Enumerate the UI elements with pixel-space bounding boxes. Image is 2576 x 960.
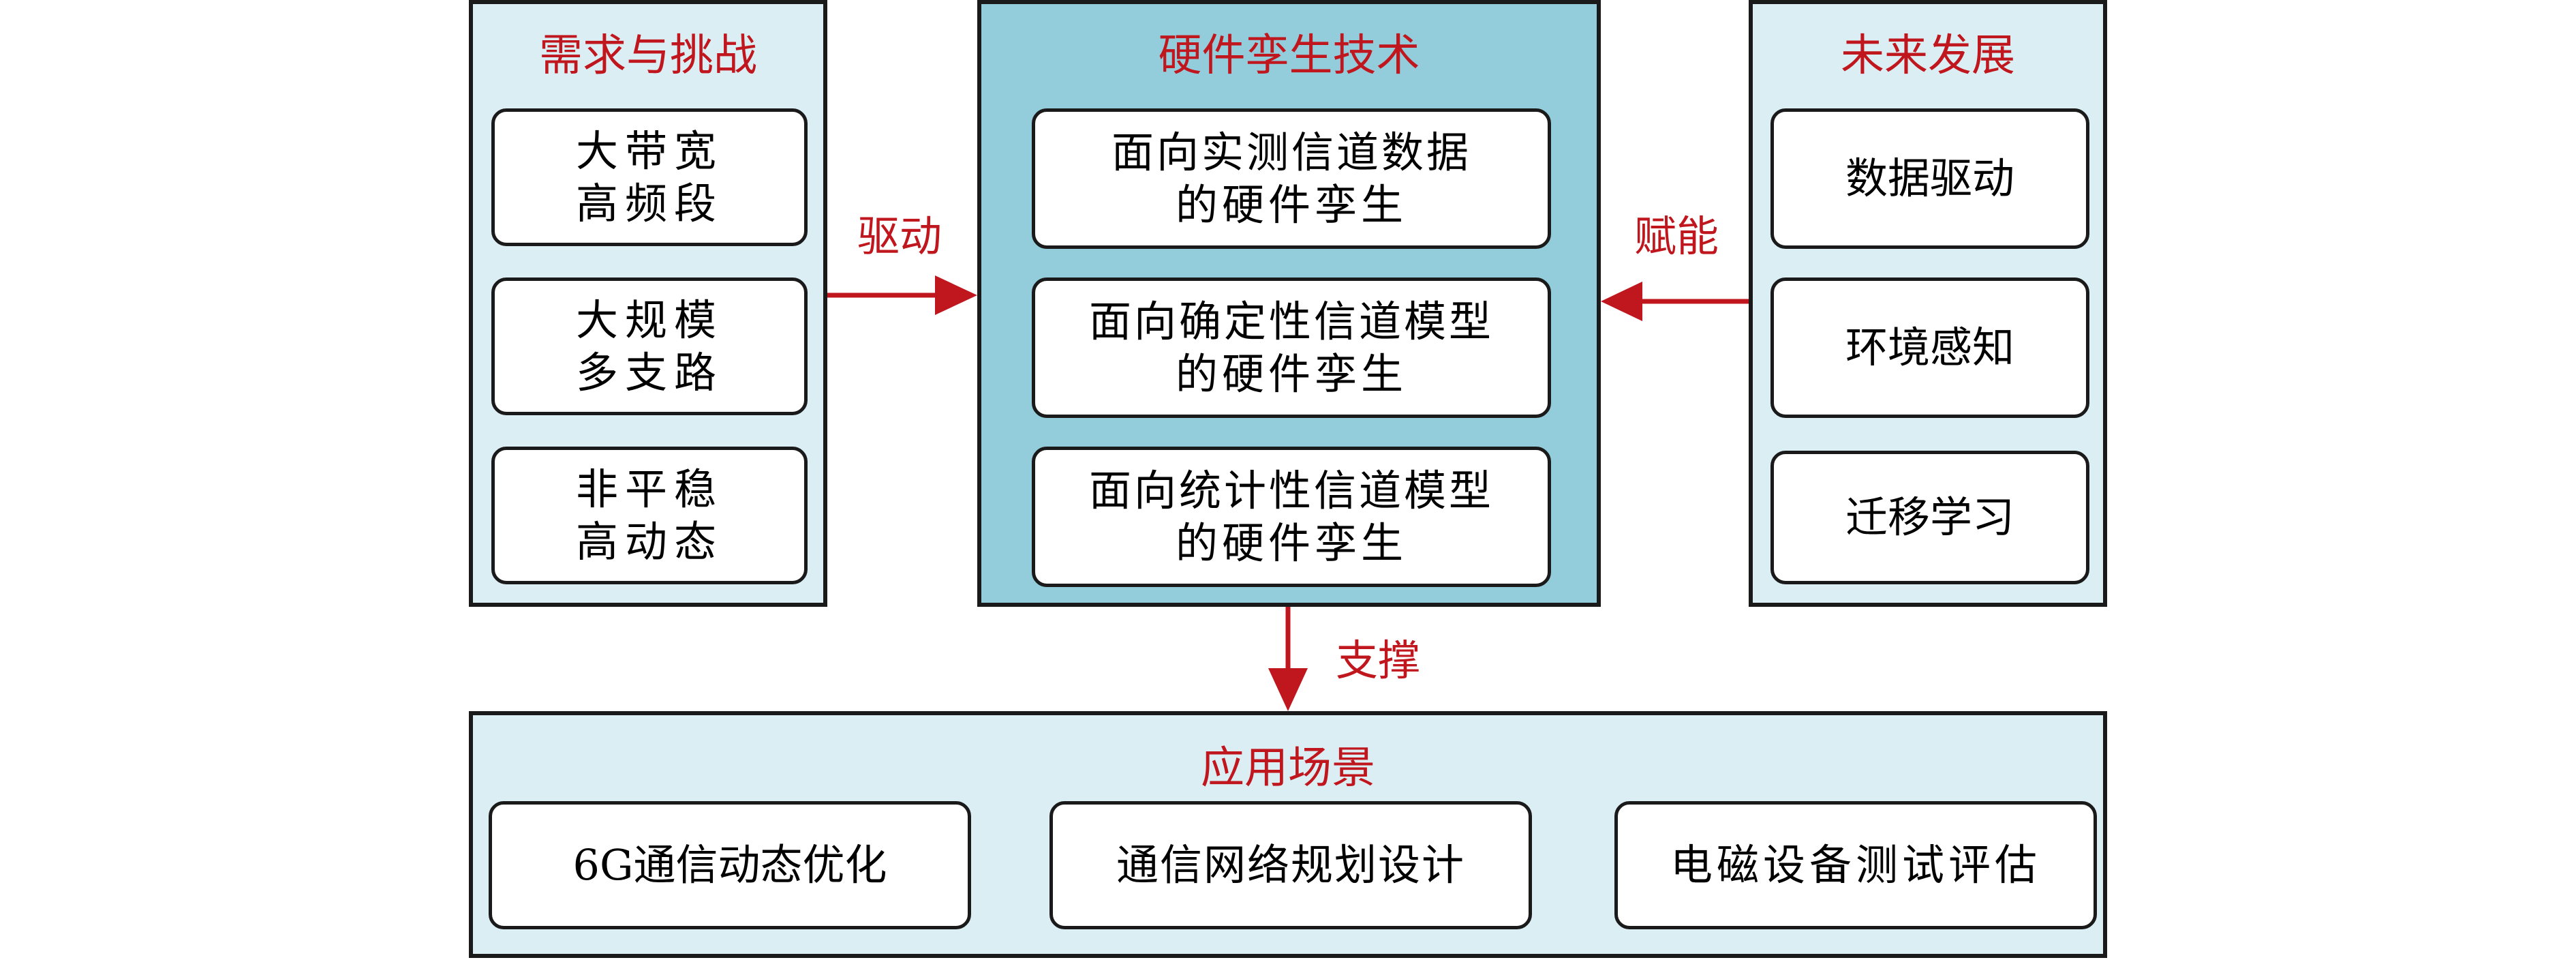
challenge-card-line: 大规模 — [575, 295, 723, 345]
application-card-label: 6G通信动态优化 — [572, 840, 887, 890]
drive-arrow-label: 驱动 — [857, 211, 942, 261]
twin-card-deterministic-model: 面向确定性信道模型 的硬件孪生 — [1032, 278, 1551, 418]
applications-panel: 应用场景 6G通信动态优化 通信网络规划设计 电磁设备测试评估 — [469, 711, 2107, 958]
support-arrow — [1268, 607, 1308, 711]
hardware-twin-panel-title: 硬件孪生技术 — [1158, 31, 1420, 81]
future-card-label: 迁移学习 — [1845, 492, 2014, 543]
applications-panel-title: 应用场景 — [1201, 743, 1375, 794]
twin-card-statistical-model: 面向统计性信道模型 的硬件孪生 — [1032, 447, 1551, 587]
challenge-card-line: 大带宽 — [575, 125, 723, 176]
future-card-environment-sensing: 环境感知 — [1770, 278, 2089, 418]
twin-card-measured-data: 面向实测信道数据 的硬件孪生 — [1032, 108, 1551, 249]
application-card-6g-optimization: 6G通信动态优化 — [489, 801, 971, 929]
twin-card-line: 面向统计性信道模型 — [1088, 465, 1494, 515]
twin-card-line: 的硬件孪生 — [1175, 180, 1407, 230]
empower-arrow — [1601, 282, 1749, 321]
future-card-data-driven: 数据驱动 — [1770, 108, 2089, 249]
future-card-transfer-learning: 迁移学习 — [1770, 451, 2089, 584]
application-card-network-planning: 通信网络规划设计 — [1049, 801, 1532, 929]
challenge-card-dynamics: 非平稳 高动态 — [491, 447, 808, 584]
challenges-panel-title: 需求与挑战 — [539, 31, 757, 81]
twin-card-line: 面向实测信道数据 — [1111, 127, 1471, 177]
challenge-card-bandwidth: 大带宽 高频段 — [491, 108, 808, 246]
application-card-label: 电磁设备测试评估 — [1670, 840, 2041, 890]
empower-arrow-label: 赋能 — [1634, 211, 1719, 261]
challenge-card-line: 高动态 — [575, 517, 723, 567]
challenges-panel: 需求与挑战 大带宽 高频段 大规模 多支路 非平稳 高动态 — [469, 0, 827, 607]
hardware-twin-panel: 硬件孪生技术 面向实测信道数据 的硬件孪生 面向确定性信道模型 的硬件孪生 面向… — [977, 0, 1601, 607]
future-card-label: 环境感知 — [1845, 322, 2014, 373]
twin-card-line: 面向确定性信道模型 — [1088, 296, 1494, 346]
twin-card-line: 的硬件孪生 — [1175, 518, 1407, 568]
challenge-card-line: 多支路 — [575, 348, 723, 397]
challenge-card-scale: 大规模 多支路 — [491, 278, 808, 415]
application-card-device-testing: 电磁设备测试评估 — [1614, 801, 2097, 929]
future-card-label: 数据驱动 — [1845, 153, 2014, 204]
drive-arrow — [827, 275, 977, 315]
challenge-card-line: 高频段 — [575, 179, 723, 228]
future-panel: 未来发展 数据驱动 环境感知 迁移学习 — [1749, 0, 2107, 607]
twin-card-line: 的硬件孪生 — [1175, 349, 1407, 399]
support-arrow-label: 支撑 — [1336, 635, 1421, 685]
application-card-label: 通信网络规划设计 — [1116, 840, 1465, 890]
future-panel-title: 未来发展 — [1841, 31, 2015, 81]
challenge-card-line: 非平稳 — [575, 464, 723, 514]
